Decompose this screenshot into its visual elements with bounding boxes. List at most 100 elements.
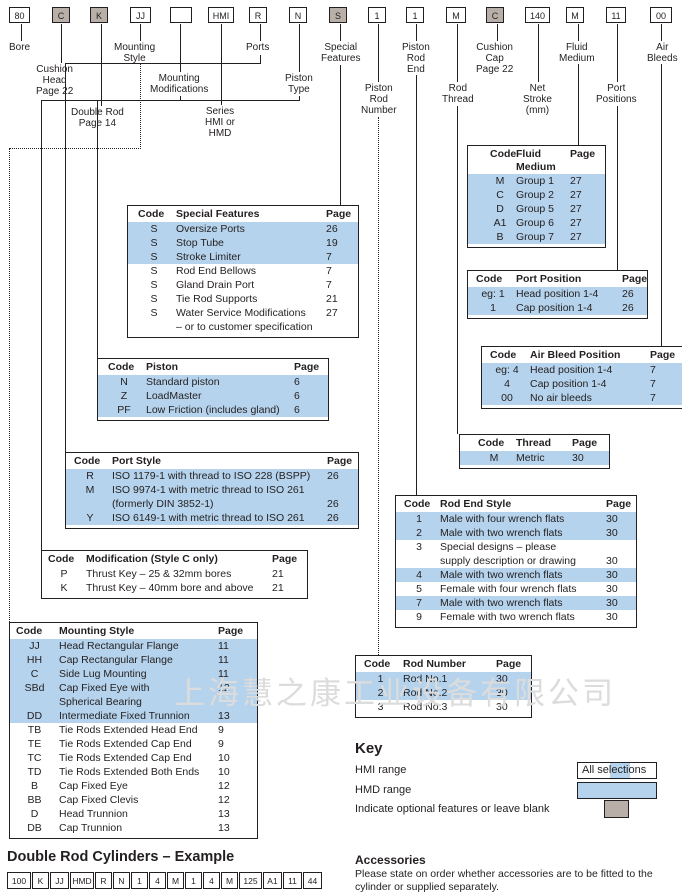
table-row: (formerly DIN 3852-1)26 <box>66 497 358 511</box>
table-cell-page: 26 <box>327 470 339 482</box>
table-cell-code: R <box>86 470 94 482</box>
table-cell-page: 27 <box>570 189 582 201</box>
table-cell-name: Group 7 <box>516 231 554 243</box>
table-cell-name: No air bleeds <box>530 392 592 404</box>
table-cell-page: 7 <box>650 364 656 376</box>
table-cell-code: N <box>120 376 128 388</box>
connector-line <box>578 24 579 41</box>
connector-line <box>340 24 341 41</box>
table-cell-page: 30 <box>496 673 508 685</box>
table-header-cell: Page <box>570 148 596 160</box>
connector-dotted <box>9 148 10 622</box>
table-bottom-padding <box>10 835 257 838</box>
connector-line <box>97 100 98 358</box>
label-double-rod: Double Rod Page 14 <box>71 107 124 129</box>
table-cell-name: Head position 1-4 <box>530 364 613 376</box>
table-header-cell: Code <box>490 349 517 361</box>
table-cell-page: 10 <box>218 752 230 764</box>
connector-line <box>457 106 458 434</box>
table-header-cell: Code <box>476 273 503 285</box>
table-bottom-padding <box>66 525 358 528</box>
table-bottom-padding <box>482 405 682 408</box>
table-cell-name: Cap position 1-4 <box>516 302 593 314</box>
example-code-box: 1 <box>185 872 202 889</box>
label-air-bleeds: Air Bleeds <box>647 42 678 64</box>
table-cell-page: 19 <box>326 237 338 249</box>
code-box: JJ <box>130 7 151 23</box>
connector-line <box>617 24 618 82</box>
label-mounting-style: Mounting Style <box>114 42 156 64</box>
table-cell-code: D <box>30 808 39 820</box>
table-cell-code: 1 <box>377 673 384 685</box>
table-cell-page: 12 <box>218 780 230 792</box>
example-code-box: 4 <box>203 872 220 889</box>
table-bottom-padding <box>460 465 609 468</box>
table-header-cell: Air Bleed Position <box>530 349 621 361</box>
table-cell-page: 21 <box>326 293 338 305</box>
table-cell-code: 5 <box>416 583 422 595</box>
table-cell-name: Male with four wrench flats <box>440 513 565 525</box>
key-swatch-blue-overlay <box>610 763 630 778</box>
label-special-features: Special Features <box>321 42 361 64</box>
example-code-box: N <box>113 872 130 889</box>
label-bore: Bore <box>9 42 31 53</box>
table-cell-name: Male with two wrench flats <box>440 569 563 581</box>
table-cell-code: 4 <box>416 569 422 581</box>
table-cell-name: Oversize Ports <box>176 223 245 235</box>
table-cell-code: S <box>150 251 158 263</box>
connector-line <box>180 96 181 100</box>
connector-line <box>416 75 417 495</box>
code-box: C <box>486 7 504 23</box>
table-cell-name: ISO 1179-1 with thread to ISO 228 (BSPP) <box>112 470 311 482</box>
table-cell-name: Group 2 <box>516 189 554 201</box>
table-cell-code: 7 <box>416 597 422 609</box>
table-cell-name: Cap Rectangular Flange <box>59 654 173 666</box>
table-cell-code: S <box>150 307 158 319</box>
table-cell-code: 2 <box>377 687 384 699</box>
label-rod-thread: Rod Thread <box>442 83 474 105</box>
table-cell-page: 6 <box>294 390 300 402</box>
table-header-cell: Code <box>364 658 391 670</box>
connector-line <box>661 64 662 346</box>
table-cell-code: TE <box>27 738 42 750</box>
table-cell-name: Cap Fixed Eye with <box>59 682 150 694</box>
table-cell-page: 7 <box>326 279 332 291</box>
connector-line <box>221 24 222 105</box>
table-cell-code: M <box>495 175 505 187</box>
table-cell-page: 30 <box>606 611 618 623</box>
table-cell-name: Male with two wrench flats <box>440 597 563 609</box>
table-cell-name: Rod No.3 <box>403 701 448 713</box>
table-cell-page: 21 <box>272 582 284 594</box>
table-cell-name: Side Lug Mounting <box>59 668 147 680</box>
table-cell-page: 13 <box>218 808 230 820</box>
table-cell-code: C <box>30 668 39 680</box>
table-cell-code: 2 <box>416 527 422 539</box>
example-code-box: 1 <box>131 872 148 889</box>
table-cell-code: DB <box>27 822 42 834</box>
table-header-cell: Page <box>606 498 632 510</box>
example-code-box: R <box>95 872 112 889</box>
